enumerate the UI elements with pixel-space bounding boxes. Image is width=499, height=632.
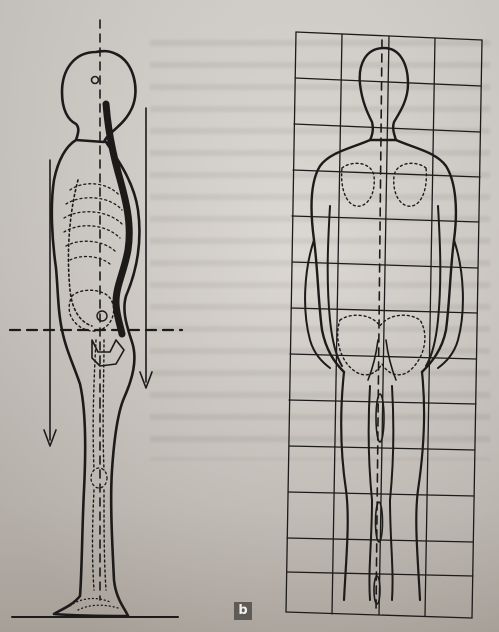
left-arm-outline <box>328 206 342 366</box>
back-pelvis <box>338 315 425 375</box>
knee-joint <box>91 468 107 488</box>
side-view-posture-figure <box>10 20 182 617</box>
side-arm <box>68 180 92 326</box>
hip-joint <box>97 311 107 321</box>
left-scapula <box>342 163 375 206</box>
side-tibia <box>93 490 95 590</box>
back-view-grid-figure <box>286 32 482 618</box>
panel-label-b: b <box>234 602 252 620</box>
left-leg-outline <box>341 372 347 600</box>
side-head-outline <box>62 51 135 142</box>
right-arm-outline <box>426 206 440 366</box>
back-torso-outline <box>312 140 370 372</box>
side-back-contour <box>106 142 140 616</box>
right-scapula <box>394 163 427 206</box>
ear-mark <box>92 77 99 84</box>
right-leg-outline <box>416 372 424 600</box>
reference-grid <box>286 32 482 618</box>
back-head-outline <box>360 48 408 140</box>
